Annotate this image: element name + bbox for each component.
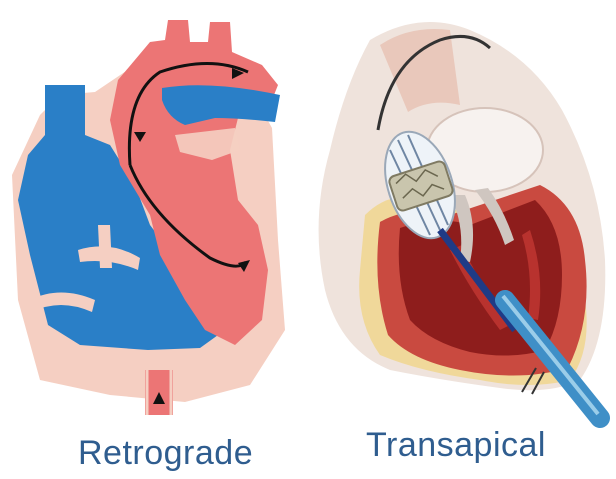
transapical-heart-illustration bbox=[300, 0, 616, 479]
transapical-panel: Transapical bbox=[300, 0, 616, 479]
retrograde-panel: Retrograde bbox=[0, 0, 300, 479]
transapical-caption: Transapical bbox=[366, 426, 546, 465]
retrograde-caption: Retrograde bbox=[78, 434, 253, 473]
retrograde-heart-diagram bbox=[0, 0, 300, 479]
atrial-septum-tissue bbox=[98, 225, 112, 268]
